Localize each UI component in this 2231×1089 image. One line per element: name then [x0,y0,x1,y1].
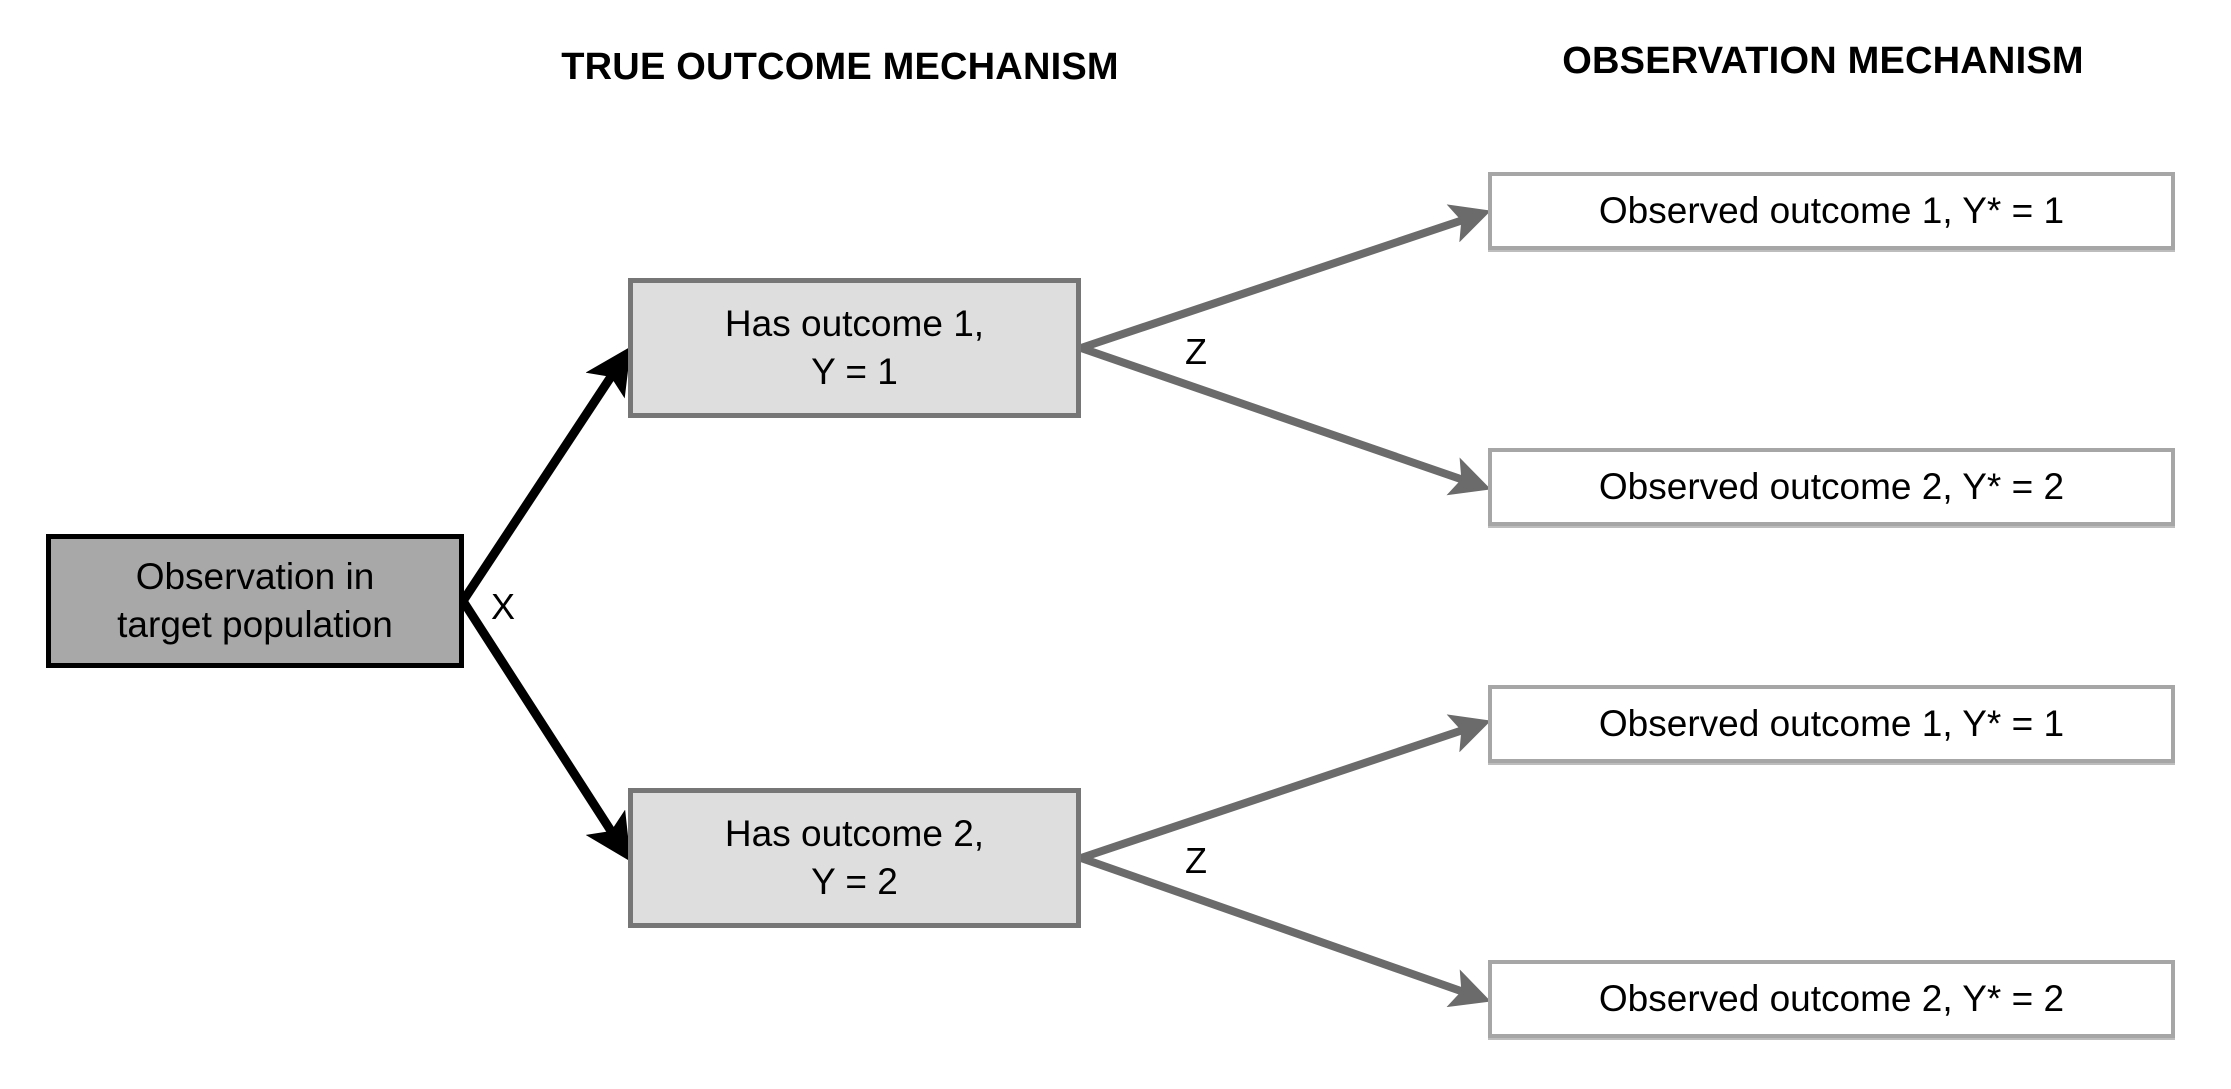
edge-z-outcome2-to-observed2 [1079,854,1491,1008]
node-has-outcome-1-line-1: Has outcome 1, [724,302,985,344]
node-has-outcome-2[interactable]: Has outcome 2, Y = 2 [628,788,1081,928]
node-has-outcome-2-line-2: Y = 2 [811,861,898,902]
edge-label-z-bottom: Z [1185,840,1207,881]
edge-label-x: X [490,586,516,627]
node-observed-outcome-1-branch-1[interactable]: Observed outcome 1, Y* = 1 [1488,172,2175,250]
section-header-observation-mechanism: OBSERVATION MECHANISM [1562,40,2084,82]
node-has-outcome-1-line-2: Y = 1 [811,351,898,392]
node-observed-outcome-2-branch-2[interactable]: Observed outcome 2, Y* = 2 [1488,960,2175,1038]
edge-z-outcome1-to-observed1 [1079,204,1491,352]
node-observed-outcome-label: Observed outcome 2, Y* = 2 [1598,977,2065,1019]
node-observation-in-target-population[interactable]: Observation in target population [46,534,464,668]
node-has-outcome-2-line-1: Has outcome 2, [724,812,985,854]
node-observed-outcome-1-branch-2[interactable]: Observed outcome 1, Y* = 1 [1488,685,2175,763]
edge-z-outcome1-to-observed2 [1079,344,1491,496]
node-root-line-1: Observation in [135,555,375,597]
node-observed-outcome-label: Observed outcome 1, Y* = 1 [1598,702,2065,744]
node-observed-outcome-label: Observed outcome 2, Y* = 2 [1598,465,2065,507]
edge-x-to-outcome-1 [459,346,631,604]
edge-label-z-top: Z [1185,331,1207,372]
node-observed-outcome-label: Observed outcome 1, Y* = 1 [1598,189,2065,231]
node-root-line-2: target population [117,604,393,645]
node-has-outcome-1[interactable]: Has outcome 1, Y = 1 [628,278,1081,418]
edge-x-to-outcome-2 [459,598,631,862]
edge-z-outcome2-to-observed1 [1079,714,1491,862]
node-observed-outcome-2-branch-1[interactable]: Observed outcome 2, Y* = 2 [1488,448,2175,526]
section-header-true-outcome-mechanism: TRUE OUTCOME MECHANISM [561,46,1119,88]
